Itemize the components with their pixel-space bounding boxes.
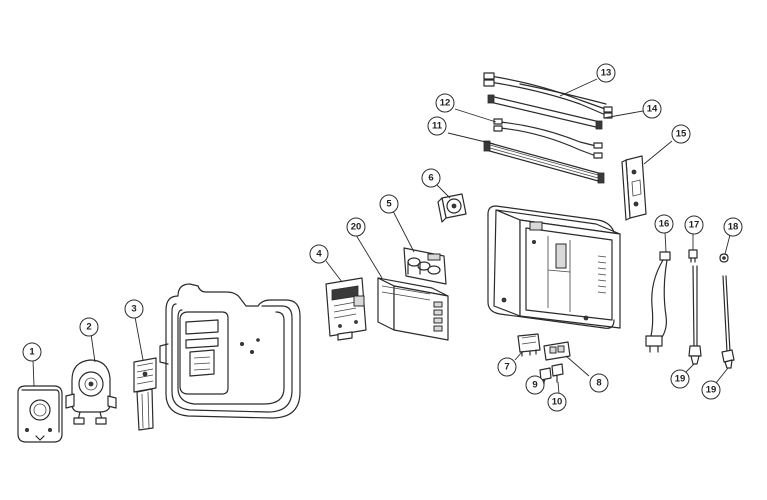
part-20-power-module [377,277,449,341]
callout-9-label: 9 [532,380,537,391]
part-3-flex-ribbon [133,357,157,431]
callout-14-label: 14 [647,104,658,115]
callout-19b: 19 [701,380,721,400]
part-13-wire-harness [483,72,613,119]
callout-5-label: 5 [386,199,392,210]
rear-enclosure [487,205,621,329]
callout-18: 18 [723,217,743,237]
part-18-fitting [719,253,729,263]
part-7-connector [517,333,541,357]
part-12-wire-harness [493,118,603,159]
leader-lines [32,78,731,395]
callout-19b-label: 19 [706,385,717,396]
callout-9: 9 [525,375,545,395]
part-1-pump-cover [17,385,63,443]
callout-12: 12 [435,93,455,113]
part-19-probe-left [688,265,702,365]
part-9-plug [539,367,552,385]
part-2-peristaltic-pump [65,359,117,425]
callout-12-label: 12 [440,98,451,109]
part-17-fitting [688,249,698,263]
part-15-mounting-bracket [621,155,647,221]
part-11-ribbon-cable [483,140,605,184]
callout-16: 16 [654,214,674,234]
part-19-probe-right [721,275,735,369]
callout-8-label: 8 [596,378,601,389]
callout-7: 7 [497,357,517,377]
callout-14: 14 [642,99,662,119]
callout-15: 15 [671,124,691,144]
part-8-terminal-block [543,341,571,361]
callout-5: 5 [379,194,399,214]
callout-1: 1 [22,342,42,362]
part-5-sensor-board [403,247,447,285]
callout-8: 8 [589,373,609,393]
part-16-cable-assembly [645,251,671,353]
callout-6-label: 6 [428,173,433,184]
part-4-pcb [325,277,367,341]
callout-16-label: 16 [659,219,670,230]
callout-2-label: 2 [86,322,91,333]
part-10-plug [551,363,564,383]
front-housing [159,283,301,419]
callout-15-label: 15 [676,129,687,140]
callout-19a: 19 [670,369,690,389]
callout-2: 2 [79,317,99,337]
callout-19a-label: 19 [675,374,686,385]
callout-3: 3 [124,299,144,319]
callout-11: 11 [427,116,447,136]
callout-11-label: 11 [432,121,443,132]
callout-10-label: 10 [552,397,563,408]
callout-7-label: 7 [504,362,509,373]
callout-17: 17 [684,215,704,235]
part-14-ribbon-cable [487,94,603,130]
callout-13: 13 [596,63,616,83]
callout-20: 20 [346,217,366,237]
callout-1-label: 1 [29,347,35,358]
callout-4-label: 4 [316,249,322,260]
part-6-fan [437,193,467,223]
callout-10: 10 [547,392,567,412]
callout-3-label: 3 [131,304,136,315]
callout-18-label: 18 [728,222,739,233]
callout-17-label: 17 [689,220,700,231]
callout-6: 6 [421,168,441,188]
callout-4: 4 [309,244,329,264]
callout-13-label: 13 [601,68,612,79]
callout-20-label: 20 [351,222,362,233]
